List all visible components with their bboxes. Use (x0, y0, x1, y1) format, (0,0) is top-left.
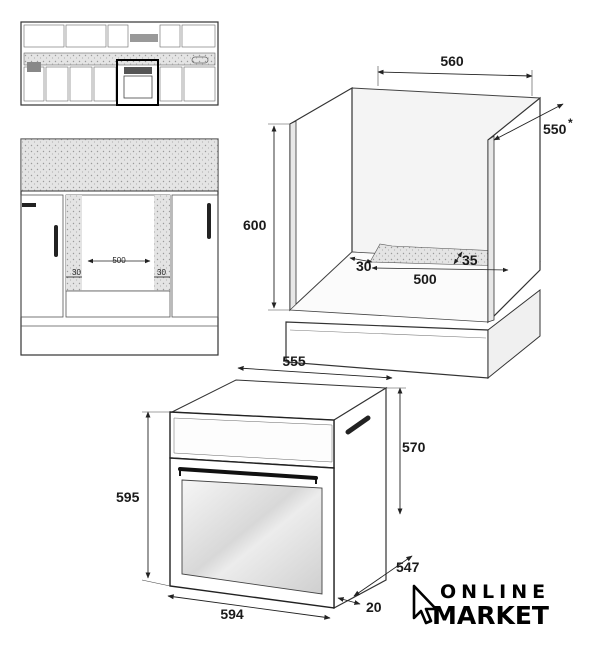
oven-height-body-label: 570 (402, 439, 426, 455)
cabinet-height-label: 600 (243, 217, 267, 233)
oven-height-front-label: 595 (116, 489, 140, 505)
oven-depth-side-label: 547 (396, 559, 420, 575)
cabinet-depth-note: * (568, 116, 573, 130)
cabinet-depth-label: 550 (543, 121, 567, 137)
cabinet-3d: 560 550 * 600 30 500 35 (243, 53, 573, 380)
detail-opening-width-label: 500 (112, 256, 126, 265)
oven-depth-top-label: 555 (282, 353, 306, 369)
oven-door-thickness-label: 20 (366, 599, 382, 615)
cabinet-left-gap-label: 30 (356, 258, 372, 274)
cabinet-vent-depth-label: 35 (462, 252, 478, 268)
detail-left-gap-label: 30 (72, 268, 81, 277)
cabinet-opening-width-label: 500 (413, 271, 437, 287)
niche-detail: 500 30 30 (20, 138, 219, 356)
oven-3d: 555 570 595 594 547 20 (116, 353, 426, 622)
brand-line1: ONLINE (440, 581, 550, 603)
cabinet-width-label: 560 (440, 53, 464, 69)
oven-width-label: 594 (220, 606, 244, 622)
cursor-icon (412, 584, 438, 625)
online-market-logo: ONLINE MARKET (412, 581, 550, 630)
detail-right-gap-label: 30 (157, 268, 166, 277)
brand-line2: MARKET (432, 601, 549, 630)
kitchen-overview (20, 21, 219, 106)
